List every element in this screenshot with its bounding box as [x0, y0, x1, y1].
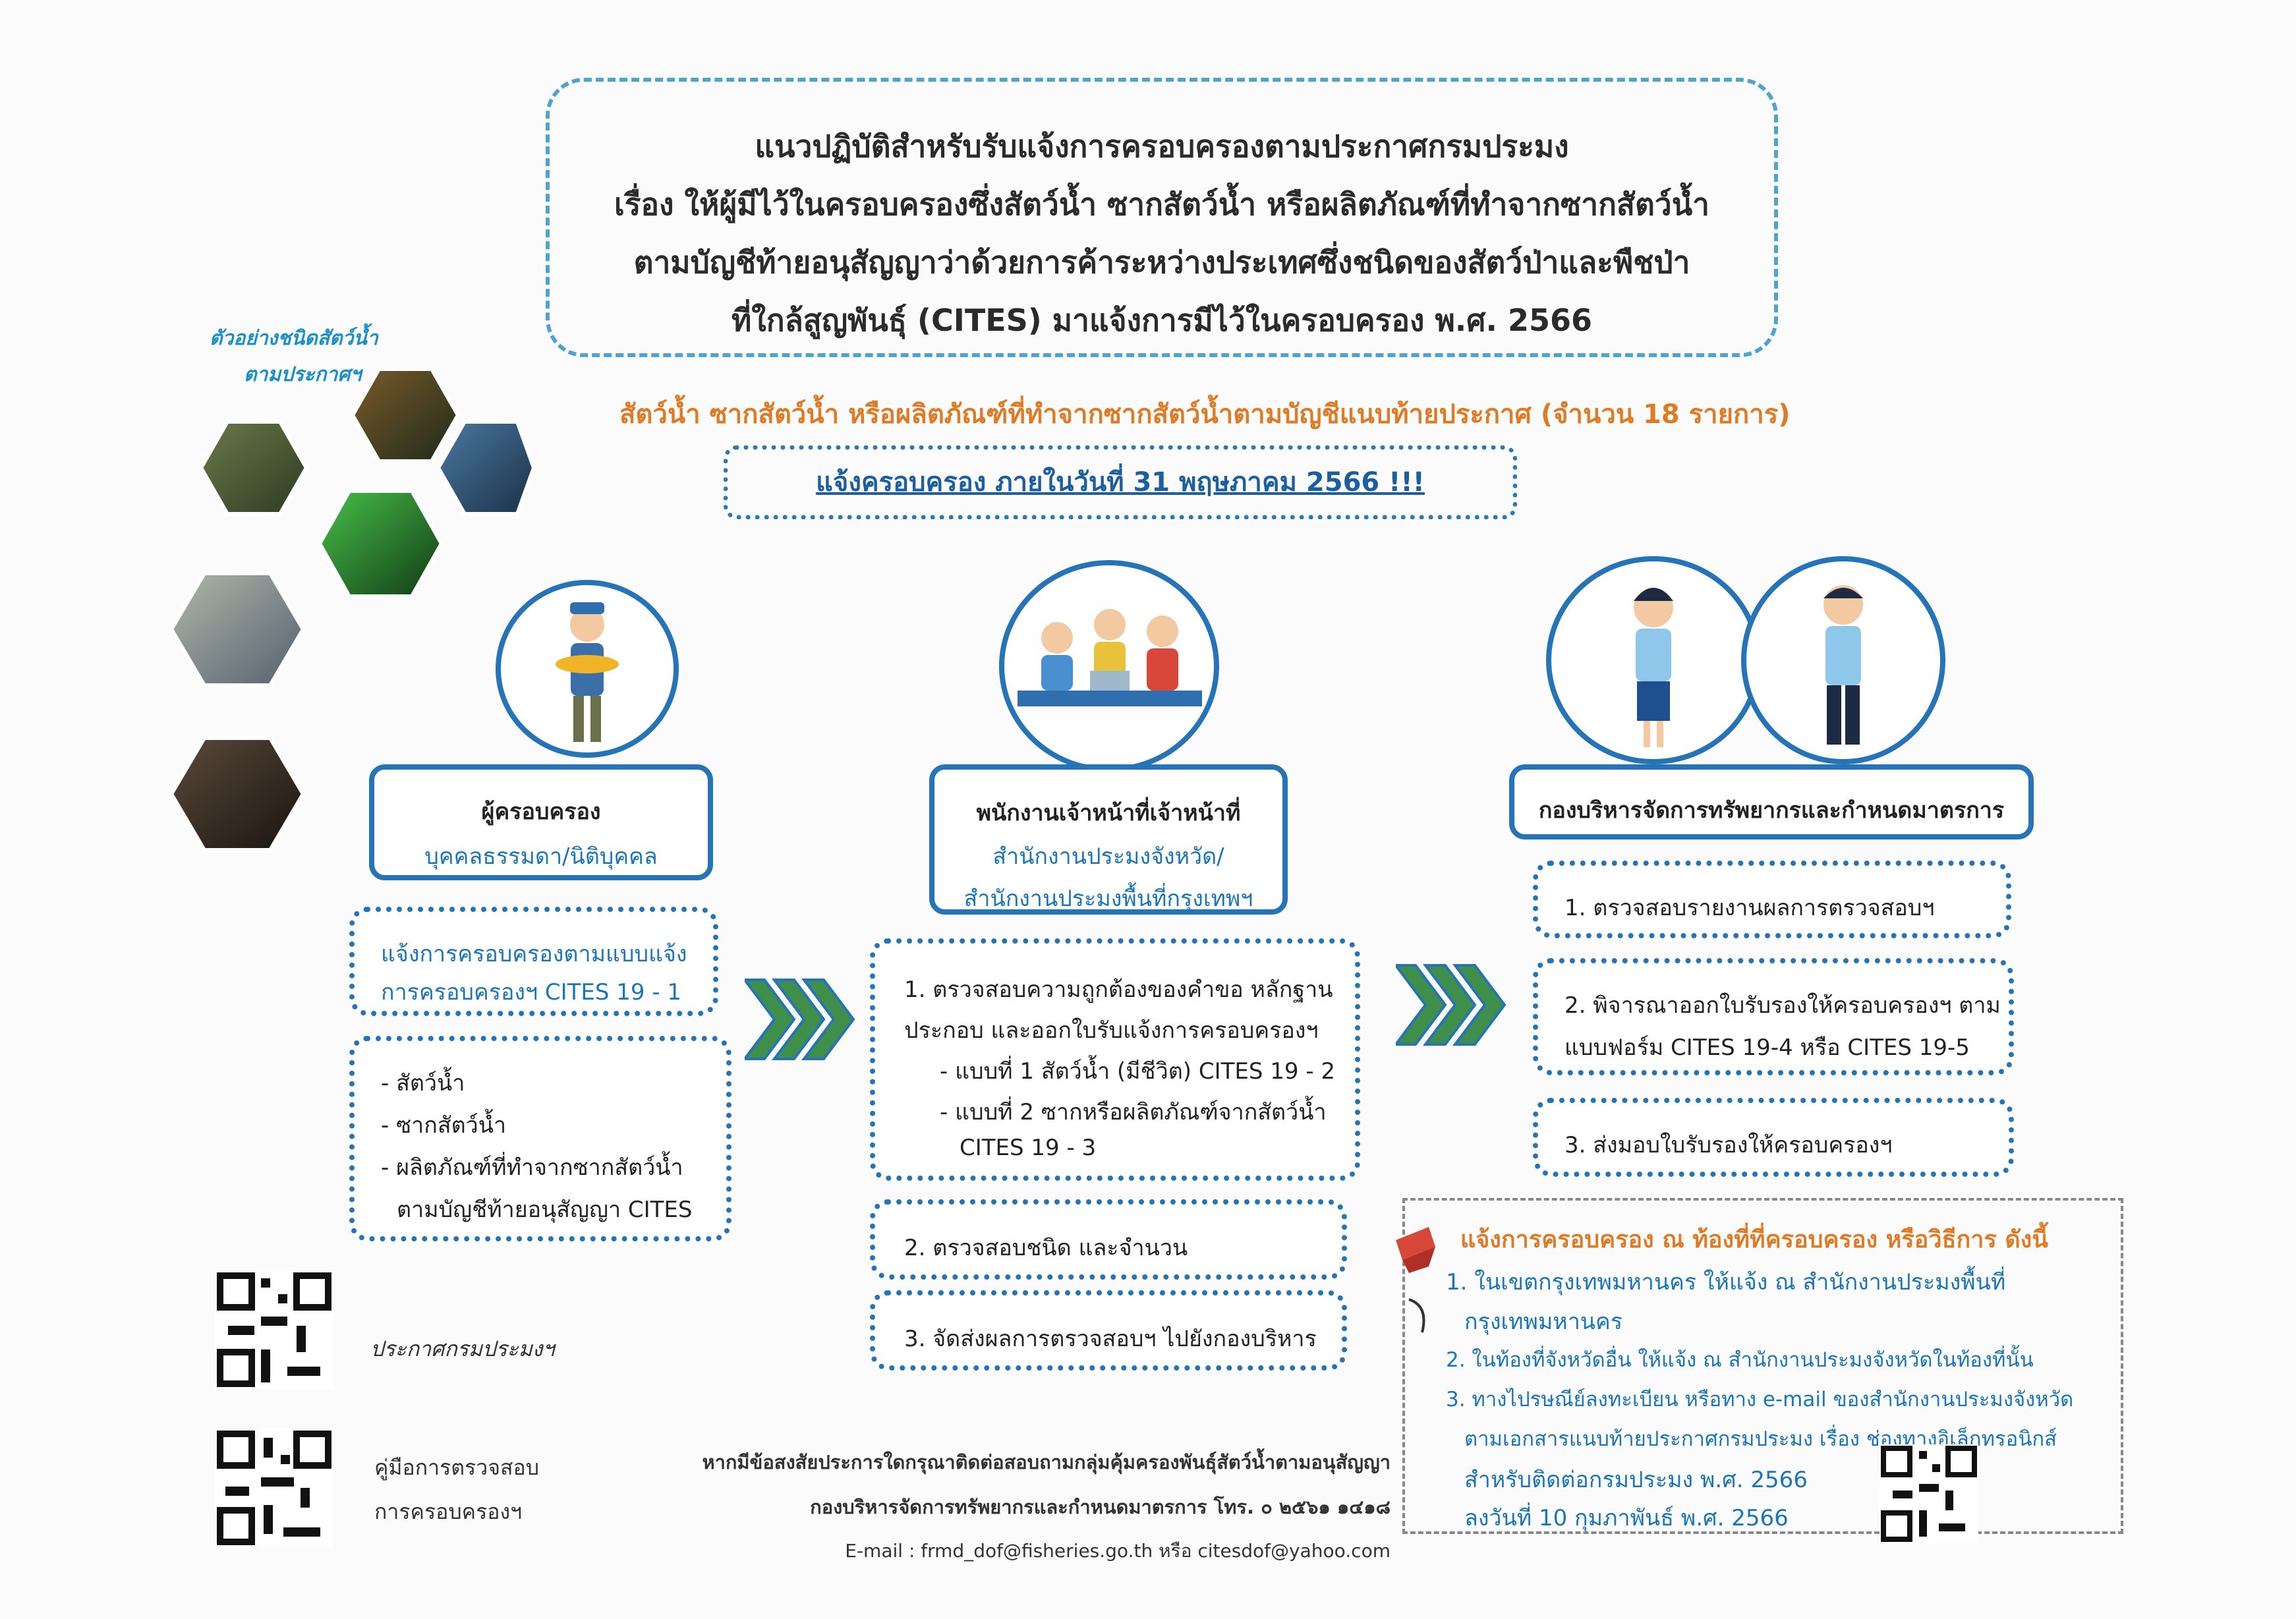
division-step-2-line-2: แบบฟอร์ม CITES 19-4 หรือ CITES 19-5: [1564, 1035, 1970, 1061]
officer-header: พนักงานเจ้าหน้าที่เจ้าหน้าที่ สำนักงานปร…: [929, 764, 1288, 915]
division-title: กองบริหารจัดการทรัพยากรและกำหนดมาตรการ: [1538, 797, 2005, 824]
notice-line-3: 2. ในท้องที่จังหวัดอื่น ให้แจ้ง ณ สำนักง…: [1446, 1348, 2034, 1372]
officer-illustration: [999, 560, 1219, 772]
hex-blue-turtle: [436, 420, 534, 516]
species-caption-line-1: ตัวอย่างชนิดสัตว์น้ำ: [210, 327, 378, 350]
officer-step-1-line-4: - แบบที่ 2 ซากหรือผลิตภัณฑ์จากสัตว์น้ำ: [940, 1099, 1327, 1125]
officer-step-1-line-2: ประกอบ และออกใบรับแจ้งการครอบครองฯ: [904, 1017, 1319, 1044]
owner-illustration: [496, 580, 679, 758]
officer-step-1-line-5: CITES 19 - 3: [960, 1135, 1097, 1161]
notice-line-6: สำหรับติดต่อกรมประมง พ.ศ. 2566: [1464, 1467, 1808, 1493]
office-team-icon: [1018, 609, 1202, 706]
contact-email[interactable]: E-mail : frmd_dof@fisheries.go.th หรือ c…: [845, 1540, 1391, 1562]
male-officer-icon: [1823, 585, 1863, 745]
notice-line-1: 1. ในเขตกรุงเทพมหานคร ให้แจ้ง ณ สำนักงาน…: [1446, 1269, 2006, 1295]
qr-announcement-label: ประกาศกรมประมงฯ: [370, 1336, 555, 1361]
staff-female-illustration: [1546, 556, 1761, 764]
officer-subtitle-2: สำนักงานประมงพื้นที่กรุงเทพฯ: [963, 886, 1253, 912]
qr-announcement-icon[interactable]: [215, 1270, 333, 1389]
deadline-banner: แจ้งครอบครอง ภายในวันที่ 31 พฤษภาคม 2566…: [724, 445, 1517, 519]
owner-item-1: - สัตว์น้ำ: [381, 1070, 465, 1096]
qr-manual-label-line-1: คู่มือการตรวจสอบ: [374, 1455, 539, 1480]
header-box: แนวปฏิบัติสำหรับรับแจ้งการครอบครองตามประ…: [546, 78, 1778, 357]
contact-info: หากมีข้อสงสัยประการใดกรุณาติดต่อสอบถามกล…: [699, 1447, 1391, 1566]
officer-title: พนักงานเจ้าหน้าที่เจ้าหน้าที่: [976, 800, 1241, 826]
owner-item-tail: ตามบัญชีท้ายอนุสัญญา CITES: [397, 1197, 693, 1223]
female-officer-icon: [1634, 588, 1673, 747]
header-line-2: เรื่อง ให้ผู้มีไว้ในครอบครองซึ่งสัตว์น้ำ…: [614, 186, 1709, 222]
owner-item-2: - ซากสัตว์น้ำ: [381, 1112, 507, 1139]
subtitle: สัตว์น้ำ ซากสัตว์น้ำ หรือผลิตภัณฑ์ที่ทำจ…: [619, 399, 1791, 430]
hex-shells: [169, 736, 306, 852]
notice-line-4: 3. ทางไปรษณีย์ลงทะเบียน หรือทาง e-mail ข…: [1446, 1388, 2074, 1411]
pin-icon: [1396, 1227, 1435, 1333]
division-step-1-box: 1. ตรวจสอบรายงานผลการตรวจสอบฯ: [1533, 861, 2011, 938]
division-step-2-box: 2. พิจารณาออกใบรับรองให้ครอบครองฯ ตาม แบ…: [1533, 958, 2014, 1075]
division-step-2-line-1: 2. พิจารณาออกใบรับรองให้ครอบครองฯ ตาม: [1564, 992, 2001, 1019]
division-step-3-box: 3. ส่งมอบใบรับรองให้ครอบครองฯ: [1533, 1098, 2014, 1177]
officer-step-1-box: 1. ตรวจสอบความถูกต้องของคำขอ หลักฐาน ประ…: [870, 938, 1360, 1181]
owner-step-line-2: การครอบครองฯ CITES 19 - 1: [381, 979, 682, 1006]
hex-frog: [317, 489, 444, 598]
officer-step-3-box: 3. จัดส่งผลการตรวจสอบฯ ไปยังกองบริหาร: [870, 1290, 1347, 1371]
qr-manual-icon[interactable]: [215, 1429, 333, 1547]
notice-line-2: กรุงเทพมหานคร: [1464, 1309, 1623, 1335]
owner-step-box: แจ้งการครอบครองตามแบบแจ้ง การครอบครองฯ C…: [349, 907, 718, 1016]
officer-step-1-line-3: - แบบที่ 1 สัตว์น้ำ (มีชีวิต) CITES 19 -…: [940, 1058, 1336, 1085]
species-photo-hexagons: [169, 369, 534, 852]
hex-salamander: [350, 369, 461, 463]
arrow-right-1-icon: [745, 979, 855, 1060]
qr-code-icon[interactable]: [1880, 1444, 1978, 1543]
owner-item-3: - ผลิตภัณฑ์ที่ทำจากซากสัตว์น้ำ: [381, 1154, 683, 1181]
owner-step-line-1: แจ้งการครอบครองตามแบบแจ้ง: [381, 941, 687, 967]
officer-step-2-box: 2. ตรวจสอบชนิด และจำนวน: [870, 1199, 1347, 1280]
staff-male-illustration: [1741, 556, 1945, 764]
species-caption: ตัวอย่างชนิดสัตว์น้ำ ตามประกาศฯ: [210, 323, 378, 390]
officer-step-3-text: 3. จัดส่งผลการตรวจสอบฯ ไปยังกองบริหาร: [904, 1326, 1317, 1352]
officer-step-2-text: 2. ตรวจสอบชนิด และจำนวน: [904, 1235, 1188, 1261]
notice-title: แจ้งการครอบครอง ณ ท้องที่ที่ครอบครอง หรื…: [1460, 1226, 2048, 1253]
header-line-4: ที่ใกล้สูญพันธุ์ (CITES) มาแจ้งการมีไว้ใ…: [731, 302, 1592, 338]
officer-subtitle-1: สำนักงานประมงจังหวัด/: [992, 843, 1224, 870]
species-caption-line-2: ตามประกาศฯ: [244, 363, 362, 386]
hex-turtle-1: [198, 420, 309, 516]
notice-line-7: ลงวันที่ 10 กุมภาพันธ์ พ.ศ. 2566: [1464, 1505, 1789, 1531]
qr-manual-label-line-2: การครอบครองฯ: [374, 1499, 523, 1524]
header-line-3: ตามบัญชีท้ายอนุสัญญาว่าด้วยการค้าระหว่าง…: [633, 244, 1690, 280]
qr-manual-label: คู่มือการตรวจสอบ การครอบครองฯ: [374, 1451, 539, 1529]
notice-box: แจ้งการครอบครอง ณ ท้องที่ที่ครอบครอง หรื…: [1396, 1198, 2123, 1543]
division-step-1-text: 1. ตรวจสอบรายงานผลการตรวจสอบฯ: [1564, 895, 1935, 921]
owner-subtitle: บุคคลธรรมดา/นิติบุคคล: [424, 843, 658, 870]
officer-step-1-line-1: 1. ตรวจสอบความถูกต้องของคำขอ หลักฐาน: [904, 977, 1333, 1003]
header-line-1: แนวปฏิบัติสำหรับรับแจ้งการครอบครองตามประ…: [755, 128, 1569, 164]
hex-softshell-turtle: [169, 571, 306, 687]
division-step-3-text: 3. ส่งมอบใบรับรองให้ครอบครองฯ: [1564, 1132, 1893, 1158]
division-header: กองบริหารจัดการทรัพยากรและกำหนดมาตรการ: [1509, 764, 2034, 839]
owner-items-box: - สัตว์น้ำ - ซากสัตว์น้ำ - ผลิตภัณฑ์ที่ท…: [349, 1036, 732, 1241]
contact-line-2: กองบริหารจัดการทรัพยากรและกำหนดมาตรการ โ…: [810, 1496, 1391, 1518]
owner-title: ผู้ครอบครอง: [481, 799, 601, 825]
owner-header: ผู้ครอบครอง บุคคลธรรมดา/นิติบุคคล: [369, 764, 713, 880]
contact-line-1: หากมีข้อสงสัยประการใดกรุณาติดต่อสอบถามกล…: [702, 1451, 1391, 1473]
fisherman-icon: [556, 602, 619, 742]
arrow-right-2-icon: [1396, 964, 1507, 1046]
